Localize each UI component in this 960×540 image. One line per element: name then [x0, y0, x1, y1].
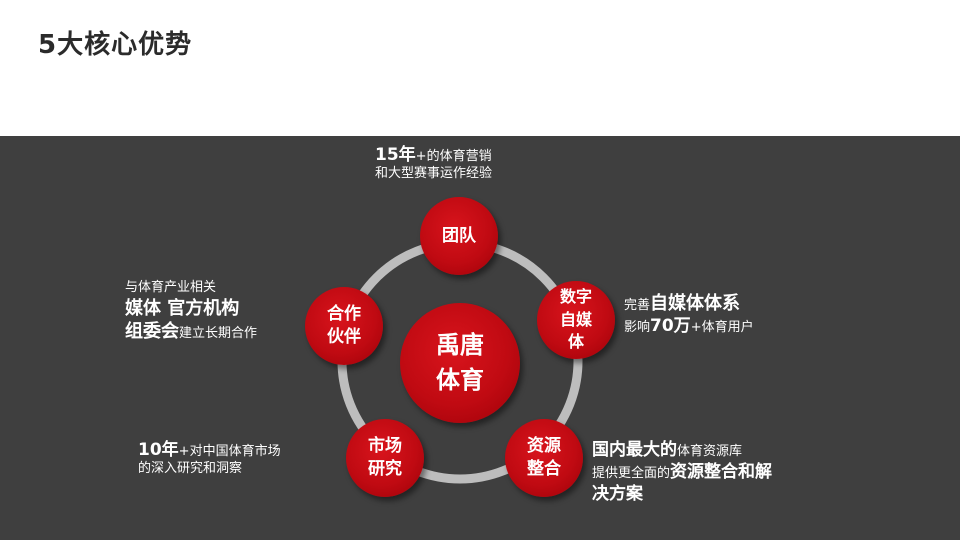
advantages-panel: 禹唐 体育 团队 数字 自媒 体 资源 整合 市场 研究 合作 伙伴 15年+的…	[0, 136, 960, 540]
resources-node: 资源 整合	[505, 419, 583, 497]
partners-desc-text-1: 与体育产业相关	[125, 280, 217, 295]
resources-description: 国内最大的体育资源库 提供更全面的资源整合和解 决方案	[592, 439, 772, 505]
media-desc-highlight-2: 70万	[650, 316, 691, 337]
team-desc-text-1: +的体育营销	[415, 149, 492, 164]
partners-desc-text-2: 建立长期合作	[179, 326, 258, 342]
team-desc-highlight: 15年	[375, 145, 416, 165]
media-desc-text-1: 完善	[624, 298, 651, 313]
partners-desc-highlight-2: 组委会	[125, 321, 179, 343]
research-node-line-2: 研究	[368, 459, 402, 479]
media-desc-text-3: +体育用户	[690, 320, 754, 336]
research-node-line-1: 市场	[368, 436, 402, 457]
research-node: 市场 研究	[346, 419, 424, 497]
media-node: 数字 自媒 体	[537, 281, 615, 359]
partners-node-line-2: 伙伴	[327, 327, 361, 347]
resources-desc-text-2: 提供更全面的	[592, 466, 671, 482]
center-line-2: 体育	[436, 366, 484, 394]
research-desc-text-1: +对中国体育市场	[178, 444, 281, 459]
partners-description: 与体育产业相关 媒体 官方机构 组委会建立长期合作	[125, 280, 257, 344]
team-desc-text-2: 和大型赛事运作经验	[375, 166, 493, 182]
resources-desc-highlight-1: 国内最大的	[592, 440, 677, 460]
center-node: 禹唐 体育	[400, 303, 520, 423]
resources-node-line-2: 整合	[527, 459, 561, 479]
research-desc-highlight: 10年	[138, 440, 179, 460]
research-desc-text-2: 的深入研究和洞察	[138, 461, 243, 477]
team-node-label: 团队	[442, 225, 476, 246]
partners-desc-highlight-1: 媒体 官方机构	[125, 297, 240, 319]
resources-desc-text-1: 体育资源库	[677, 444, 743, 459]
resources-desc-highlight-3: 决方案	[592, 484, 643, 505]
media-node-line-3: 体	[567, 332, 584, 352]
research-description: 10年+对中国体育市场 的深入研究和洞察	[138, 439, 281, 478]
page-title: 5大核心优势	[38, 30, 193, 60]
media-node-line-1: 数字	[559, 287, 592, 307]
partners-node-line-1: 合作	[327, 304, 361, 325]
center-line-1: 禹唐	[436, 331, 484, 360]
team-node: 团队	[420, 197, 498, 275]
media-desc-text-2: 影响	[624, 320, 651, 336]
resources-desc-highlight-2: 资源整合和解	[670, 462, 773, 483]
team-description: 15年+的体育营销 和大型赛事运作经验	[375, 144, 492, 183]
media-node-line-2: 自媒	[559, 309, 592, 329]
resources-node-line-1: 资源	[527, 436, 561, 457]
media-desc-highlight-1: 自媒体体系	[650, 293, 741, 314]
partners-node: 合作 伙伴	[305, 287, 383, 365]
media-description: 完善自媒体体系 影响70万+体育用户	[624, 292, 754, 337]
